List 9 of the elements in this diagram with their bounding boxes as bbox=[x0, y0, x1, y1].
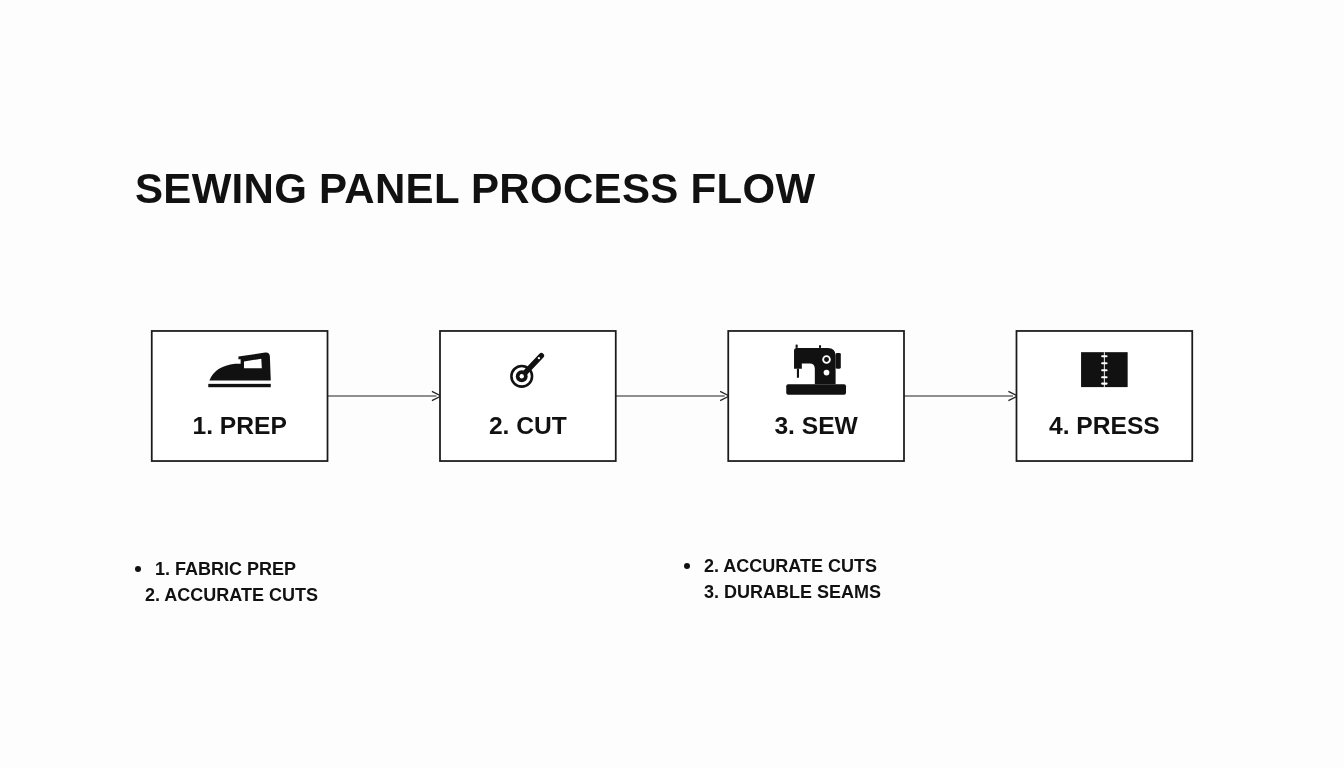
list-item-text: 1. FABRIC PREP bbox=[155, 558, 297, 580]
node-box: 2. CUT bbox=[439, 330, 617, 462]
node-box: 3. SEW bbox=[727, 330, 905, 462]
title: SEWING PANEL PROCESS FLOW bbox=[135, 165, 816, 213]
list-item-text: 2. ACCURATE CUTS bbox=[145, 584, 318, 606]
list-item-text: 2. ACCURATE CUTS bbox=[704, 555, 877, 577]
node-box: 1. PREP bbox=[150, 330, 329, 462]
node-box: 4. PRESS bbox=[1015, 330, 1194, 462]
list-item-text: 3. DURABLE SEAMS bbox=[704, 581, 882, 603]
